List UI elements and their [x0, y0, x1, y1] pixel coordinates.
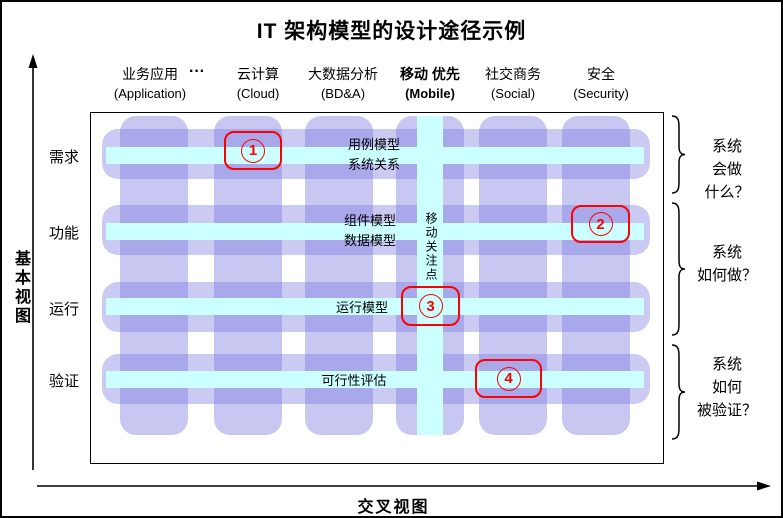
callout-1: 1 [224, 131, 282, 170]
column-header-cn: 业务应用 [122, 66, 178, 82]
column-header-en: (Mobile) [405, 86, 455, 101]
models-function: 组件模型 数据模型 [310, 211, 430, 251]
column-header-cloud: 云计算 (Cloud) [203, 64, 313, 104]
brace-label-line: 什么？ [704, 184, 750, 201]
brace-label-how: 系统 如何做？ [687, 241, 767, 287]
model-text: 用例模型 [347, 137, 400, 152]
brace-label-verify: 系统 如何 被验证？ [687, 353, 767, 422]
y-axis-label: 基本视图 [12, 250, 29, 326]
brace-how [671, 202, 686, 336]
brace-label-line: 系统 [711, 244, 742, 261]
column-header-en: (Social) [490, 86, 536, 101]
models-requirements: 用例模型 系统关系 [314, 135, 434, 175]
diagram-title: IT 架构模型的设计途径示例 [256, 20, 527, 43]
callout-1-number: 1 [241, 138, 265, 163]
column-header-social: 社交商务 (Social) [458, 64, 568, 104]
brace-label-line: 会做 [711, 161, 742, 178]
column-header-en: (Security) [573, 86, 629, 101]
row-label-validation: 验证 [48, 373, 79, 390]
column-header-cn: 安全 [587, 66, 615, 82]
model-text: 可行性评估 [321, 373, 387, 388]
column-header-bda: 大数据分析 (BD&A) [288, 64, 398, 104]
brace-label-line: 如何 [711, 379, 742, 396]
column-header-cn: 移动 优先 [400, 66, 460, 82]
brace-label-line: 系统 [711, 356, 742, 373]
column-header-mobile: 移动 优先 (Mobile) [375, 64, 485, 104]
mobile-focus-label: 移动关注点 [424, 212, 438, 282]
column-header-cn: 社交商务 [485, 66, 541, 82]
model-bar-requirements [106, 147, 644, 164]
brace-verify [671, 344, 686, 440]
row-label-requirements: 需求 [48, 149, 79, 166]
models-operation: 运行模型 [302, 298, 422, 318]
column-header-application: 业务应用 (Application) [95, 64, 205, 104]
callout-3: 3 [401, 286, 460, 326]
brace-what [671, 115, 686, 194]
column-header-en: (Cloud) [236, 86, 280, 101]
model-bar-function [106, 223, 644, 240]
row-label-operation: 运行 [48, 301, 79, 318]
model-text: 系统关系 [347, 157, 400, 172]
column-header-cn: 云计算 [237, 66, 279, 82]
callout-4-number: 4 [496, 366, 521, 391]
column-header-en: (BD&A) [320, 86, 366, 101]
brace-label-what: 系统 会做 什么？ [687, 135, 767, 204]
row-label-function: 功能 [48, 225, 79, 242]
model-bar-operation [106, 298, 644, 315]
more-columns-ellipsis: ··· [189, 63, 205, 80]
callout-2-number: 2 [588, 212, 613, 236]
brace-label-line: 系统 [711, 138, 742, 155]
brace-label-line: 被验证？ [696, 402, 757, 419]
model-text: 组件模型 [343, 213, 396, 228]
column-header-cn: 大数据分析 [308, 66, 378, 82]
models-validation: 可行性评估 [294, 371, 414, 391]
callout-2: 2 [571, 205, 630, 243]
model-text: 数据模型 [343, 233, 396, 248]
model-text: 运行模型 [335, 300, 388, 315]
matrix-frame [90, 112, 664, 464]
column-header-security: 安全 (Security) [546, 64, 656, 104]
column-header-en: (Application) [113, 86, 187, 101]
callout-4: 4 [475, 359, 542, 398]
brace-label-line: 如何做？ [696, 267, 757, 284]
x-axis-label: 交叉视图 [357, 499, 430, 516]
callout-3-number: 3 [418, 294, 443, 318]
